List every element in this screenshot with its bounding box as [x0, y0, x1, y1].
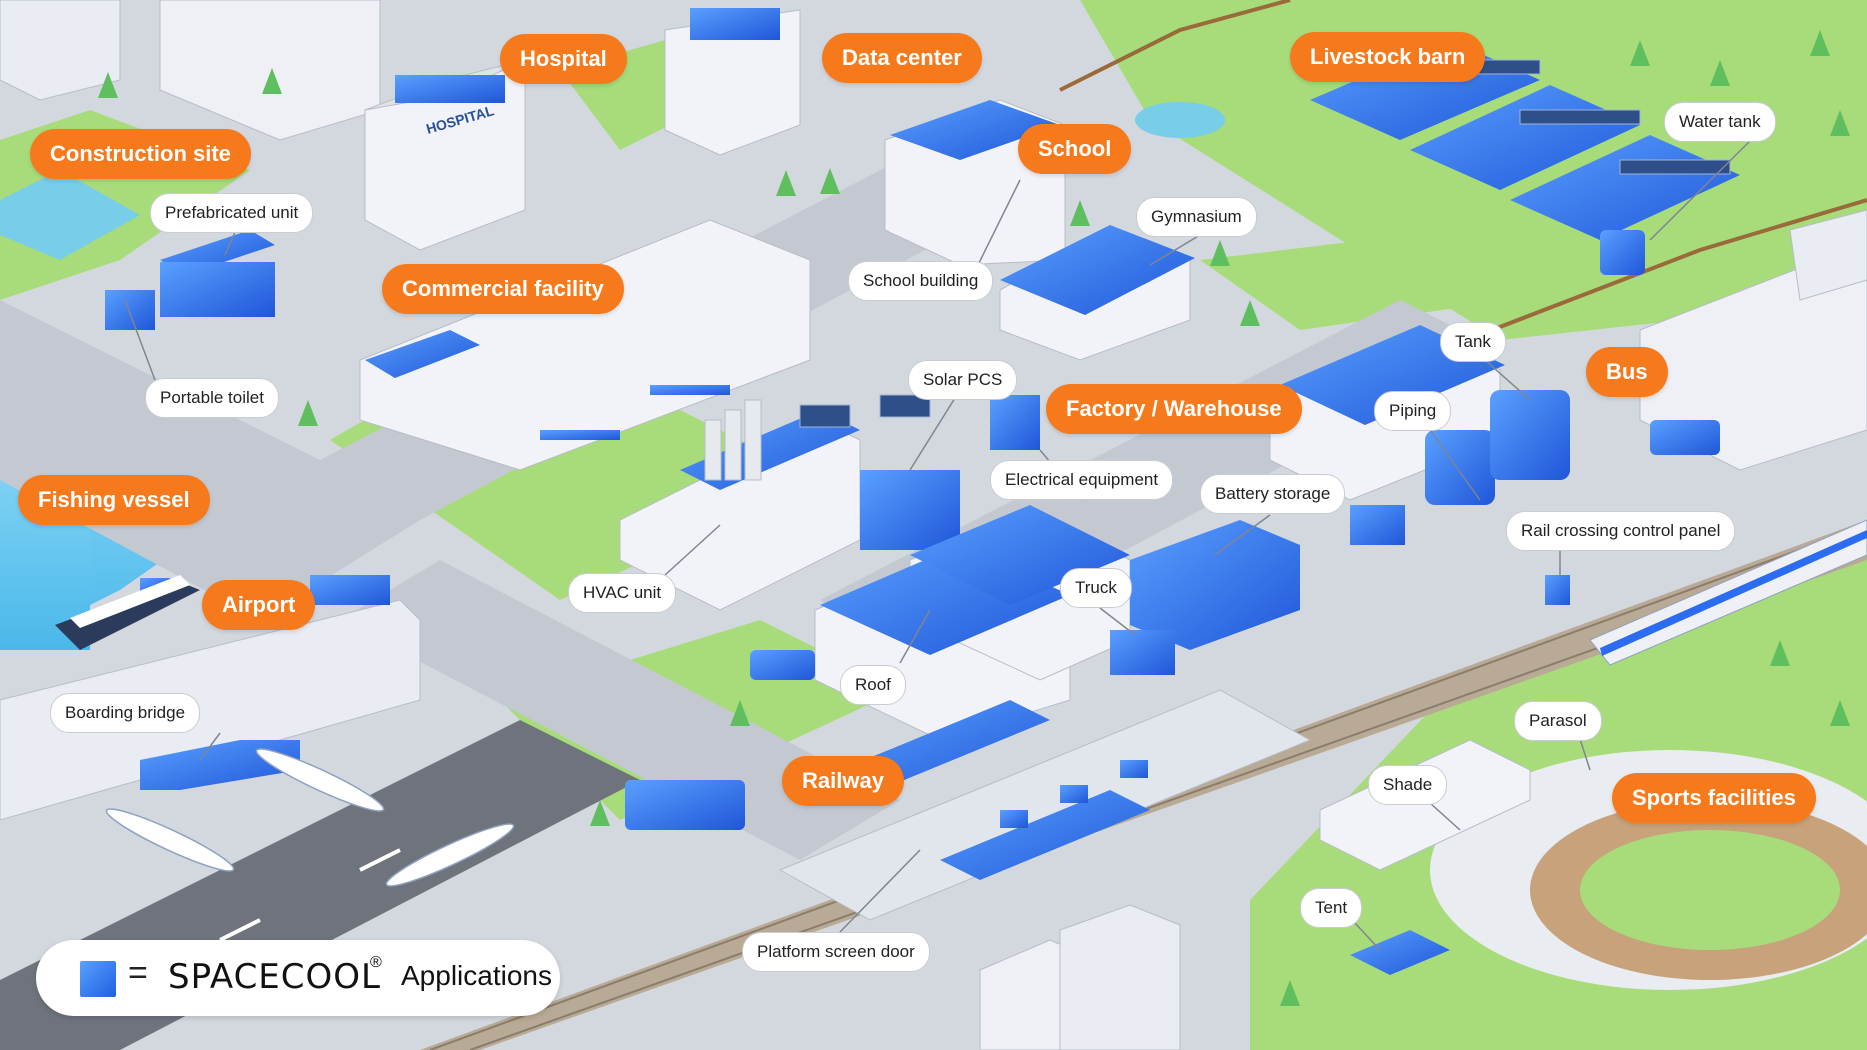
construction-pond: [0, 170, 140, 260]
grandstand: [1319, 739, 1531, 871]
prefab-unit: [160, 262, 275, 317]
commercial-building: [359, 219, 811, 471]
tank-1: [1425, 430, 1495, 505]
label-tank: Tank: [1440, 322, 1506, 362]
train: [1589, 519, 1867, 666]
label-school-building: School building: [848, 261, 994, 301]
label-school: School: [1018, 124, 1132, 174]
hospital-roof-units: [395, 75, 505, 103]
label-roof: Roof: [840, 665, 906, 705]
label-piping: Piping: [1374, 391, 1452, 431]
label-factory-warehouse: Factory / Warehouse: [1046, 384, 1302, 434]
tank-2: [1490, 390, 1570, 480]
station-platform: [778, 689, 1312, 921]
school-roof: [890, 100, 1060, 160]
label-hospital: Hospital: [500, 34, 627, 84]
label-water-tank: Water tank: [1664, 102, 1776, 142]
trees: [98, 30, 1850, 1006]
sports-tent: [1350, 930, 1450, 975]
legend-swatch: [80, 961, 116, 997]
label-airport: Airport: [202, 580, 316, 630]
label-gymnasium: Gymnasium: [1136, 197, 1257, 237]
label-construction-site: Construction site: [30, 129, 251, 179]
legend-equals: =: [128, 954, 148, 992]
label-prefabricated-unit: Prefabricated unit: [150, 193, 314, 233]
legend-applications: Applications: [401, 960, 552, 991]
fishing-vessel-hull: [55, 580, 200, 650]
platform-roof-2: [940, 790, 1150, 880]
airport-terminal: [0, 599, 421, 821]
label-tent: Tent: [1300, 888, 1363, 928]
farm-fence-2: [1439, 198, 1867, 352]
chimneys: [704, 399, 762, 481]
label-truck: Truck: [1060, 568, 1132, 608]
label-electrical-equipment: Electrical equipment: [990, 460, 1174, 500]
electrical-equipment-unit: [990, 395, 1040, 450]
label-boarding-bridge: Boarding bridge: [50, 693, 201, 733]
spacecool-logo: SPACECOOL: [168, 957, 381, 997]
registered-mark: ®: [370, 954, 382, 971]
label-portable-toilet: Portable toilet: [145, 378, 279, 418]
gym-roof: [1000, 225, 1195, 315]
label-platform-screen-door: Platform screen door: [742, 932, 930, 972]
warehouse-roof-2: [910, 505, 1130, 605]
farm-fence: [1059, 0, 1291, 92]
label-rail-crossing-control-panel: Rail crossing control panel: [1506, 511, 1736, 551]
label-solar-pcs: Solar PCS: [908, 360, 1018, 400]
label-railway: Railway: [782, 756, 904, 806]
label-fishing-vessel: Fishing vessel: [18, 475, 210, 525]
label-data-center: Data center: [822, 33, 982, 83]
label-bus: Bus: [1586, 347, 1668, 397]
datacenter-roof-units: [690, 8, 780, 40]
truck-container: [1110, 630, 1175, 675]
label-sports-facilities: Sports facilities: [1612, 773, 1816, 823]
label-commercial-facility: Commercial facility: [382, 264, 624, 314]
bus-roof: [1650, 420, 1720, 455]
label-parasol: Parasol: [1514, 701, 1602, 741]
crossing-panel: [1545, 575, 1570, 605]
commercial-awning: [365, 330, 480, 378]
airplanes: [105, 748, 515, 887]
label-shade: Shade: [1368, 765, 1448, 805]
battery-storage: [1130, 520, 1300, 650]
label-battery-storage: Battery storage: [1200, 474, 1346, 514]
farm-pond: [1135, 102, 1225, 138]
field: [1580, 830, 1840, 950]
label-hvac-unit: HVAC unit: [568, 573, 677, 613]
portable-toilets: [105, 290, 155, 330]
label-livestock-barn: Livestock barn: [1290, 32, 1486, 82]
legend: = SPACECOOL ® Applications: [36, 940, 560, 1016]
